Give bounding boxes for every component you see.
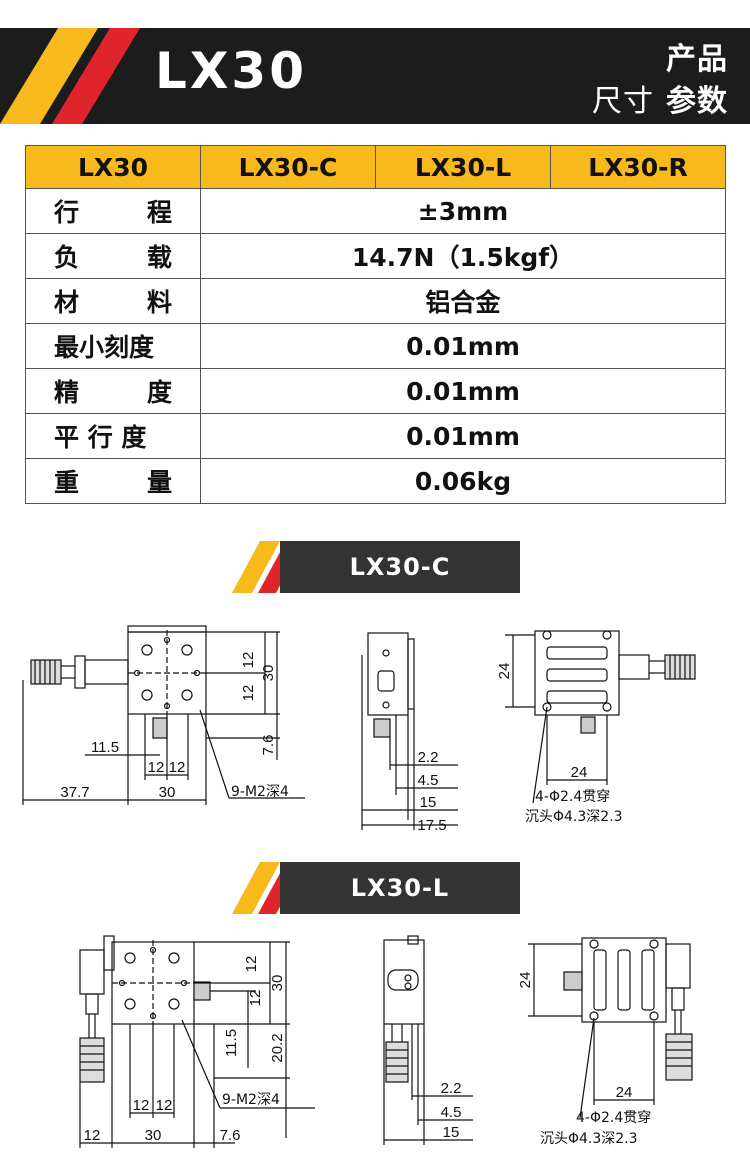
spec-row: 最小刻度 0.01mm bbox=[25, 323, 726, 369]
spec-label-char: 行 bbox=[54, 198, 80, 227]
model-header-cell: LX30-L bbox=[375, 145, 551, 189]
lx30l-bottom-view-drawing: 24 24 4-Φ2.4贯穿 沉头Φ4.3深2.3 bbox=[517, 937, 693, 1147]
spec-row: 行程 ±3mm bbox=[25, 188, 726, 234]
section-title: LX30-C bbox=[349, 553, 451, 581]
spec-row: 精度 0.01mm bbox=[25, 368, 726, 414]
dim-label: 11.5 bbox=[91, 739, 119, 756]
header-subtitle-params: 参数 bbox=[666, 84, 728, 119]
lx30l-front-view-drawing: 12 12 30 11.5 20.2 12 12 9-M2深4 12 30 7.… bbox=[79, 935, 315, 1148]
dim-label: 37.7 bbox=[60, 784, 89, 801]
counterbore-note: 沉头Φ4.3深2.3 bbox=[525, 809, 623, 825]
section-title: LX30-L bbox=[350, 874, 450, 902]
banner-background bbox=[280, 541, 520, 593]
dim-label: 4.5 bbox=[441, 1104, 462, 1121]
spec-value: 0.01mm bbox=[200, 323, 726, 369]
spec-label-char: 最小刻度 bbox=[54, 333, 155, 362]
spec-table-header-row: LX30 LX30-C LX30-L LX30-R bbox=[25, 145, 726, 189]
spec-value: 0.01mm bbox=[200, 413, 726, 459]
dim-label: 12 bbox=[84, 1127, 101, 1144]
dim-label: 30 bbox=[159, 784, 176, 801]
model-header-cell: LX30-R bbox=[550, 145, 726, 189]
dim-label: 4.5 bbox=[418, 772, 439, 789]
spec-label-char: 精 bbox=[54, 378, 80, 407]
dim-label: 7.6 bbox=[220, 1127, 241, 1144]
dim-label: 12 bbox=[156, 1097, 173, 1114]
dim-label: 12 bbox=[148, 759, 165, 776]
dim-label: 15 bbox=[420, 794, 437, 811]
spec-row: 平 行 度 0.01mm bbox=[25, 413, 726, 459]
spec-label-char: 量 bbox=[146, 468, 172, 497]
header-subtitle-line2: 尺寸参数 bbox=[592, 76, 728, 120]
spec-label: 精度 bbox=[25, 368, 201, 414]
spec-label: 材料 bbox=[25, 278, 201, 324]
lx30c-side-view-drawing: 2.2 4.5 15 17.5 bbox=[361, 632, 458, 834]
spec-value: 0.06kg bbox=[200, 458, 726, 504]
spec-value: 铝合金 bbox=[200, 278, 726, 324]
spec-label-char: 料 bbox=[146, 288, 172, 317]
dim-label: 30 bbox=[145, 1127, 162, 1144]
spec-value: ±3mm bbox=[200, 188, 726, 234]
dim-label: 12 bbox=[169, 759, 186, 776]
section-banner-c: LX30-C bbox=[232, 541, 520, 593]
spec-label-char: 材 bbox=[54, 288, 80, 317]
spec-table: LX30 LX30-C LX30-L LX30-R 行程 ±3mm 负载 14.… bbox=[25, 145, 726, 504]
dim-label: 24 bbox=[616, 1084, 633, 1101]
spec-label-char: 度 bbox=[146, 378, 172, 407]
dim-label: 24 bbox=[571, 764, 588, 781]
lx30l-side-view-drawing: 2.2 4.5 15 bbox=[383, 935, 473, 1145]
spec-label: 重量 bbox=[25, 458, 201, 504]
spec-label: 平 行 度 bbox=[25, 413, 201, 459]
thread-note: 9-M2深4 bbox=[222, 1092, 280, 1108]
dim-label: 12 bbox=[247, 990, 264, 1007]
dim-label: 2.2 bbox=[418, 749, 439, 766]
lx30c-front-view-drawing: 12 12 30 7.6 11.5 12 12 37.7 30 9-M2深4 bbox=[22, 625, 305, 805]
dim-label: 24 bbox=[496, 663, 513, 680]
spec-value: 14.7N（1.5kgf） bbox=[200, 233, 726, 279]
banner-background bbox=[280, 862, 520, 914]
header-subtitle-size: 尺寸 bbox=[592, 84, 654, 119]
spec-value: 0.01mm bbox=[200, 368, 726, 414]
spec-row: 负载 14.7N（1.5kgf） bbox=[25, 233, 726, 279]
model-header-cell: LX30 bbox=[25, 145, 201, 189]
dim-label: 30 bbox=[269, 975, 286, 992]
dim-label: 12 bbox=[240, 652, 257, 669]
page-header: LX30 产品 尺寸参数 bbox=[0, 28, 750, 124]
spec-label-char: 载 bbox=[146, 243, 172, 272]
spec-label-char: 重 bbox=[54, 468, 80, 497]
model-header-cell: LX30-C bbox=[200, 145, 376, 189]
spec-label: 行程 bbox=[25, 188, 201, 234]
dim-label: 7.6 bbox=[260, 735, 277, 756]
page-title: LX30 bbox=[155, 42, 307, 100]
thread-note: 9-M2深4 bbox=[231, 784, 289, 800]
spec-label-char: 程 bbox=[146, 198, 172, 227]
header-stripes-logo bbox=[0, 28, 140, 124]
dim-label: 24 bbox=[517, 972, 534, 989]
spec-label: 负载 bbox=[25, 233, 201, 279]
section-banner-l: LX30-L bbox=[232, 862, 520, 914]
lx30c-bottom-view-drawing: 24 24 4-Φ2.4贯穿 沉头Φ4.3深2.3 bbox=[496, 630, 696, 825]
spec-label: 最小刻度 bbox=[25, 323, 201, 369]
header-subtitle-line1: 产品 bbox=[666, 42, 728, 77]
dim-label: 12 bbox=[240, 685, 257, 702]
spec-row: 重量 0.06kg bbox=[25, 458, 726, 504]
dim-label: 12 bbox=[133, 1097, 150, 1114]
dim-label: 2.2 bbox=[441, 1080, 462, 1097]
hole-note: 4-Φ2.4贯穿 bbox=[576, 1110, 651, 1126]
hole-note: 4-Φ2.4贯穿 bbox=[535, 789, 610, 805]
counterbore-note: 沉头Φ4.3深2.3 bbox=[540, 1131, 638, 1147]
spec-label-char: 平 行 度 bbox=[54, 423, 147, 452]
dim-label: 15 bbox=[443, 1124, 460, 1141]
spec-label-char: 负 bbox=[54, 243, 80, 272]
spec-row: 材料 铝合金 bbox=[25, 278, 726, 324]
dim-label: 11.5 bbox=[223, 1029, 240, 1057]
dim-label: 20.2 bbox=[269, 1033, 286, 1062]
dim-label: 12 bbox=[243, 956, 260, 973]
dim-label: 17.5 bbox=[417, 817, 446, 834]
dim-label: 30 bbox=[260, 665, 277, 682]
